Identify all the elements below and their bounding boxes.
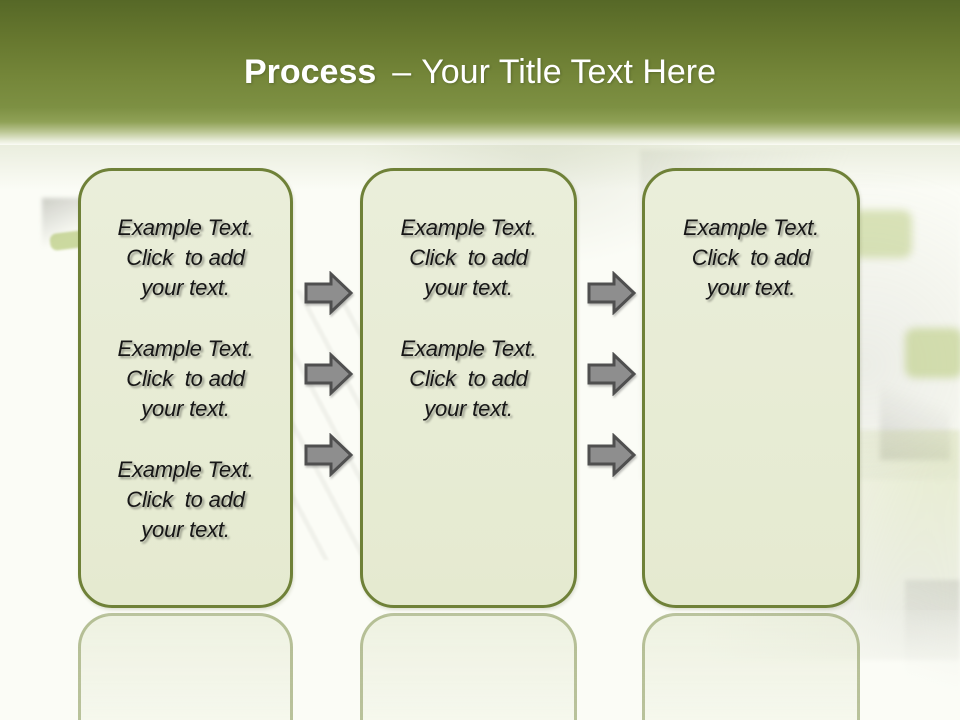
title-keyword: Process (243, 53, 377, 91)
arrows-step1-to-step2 (304, 271, 354, 477)
right-arrow-icon[interactable] (587, 352, 637, 396)
placeholder-text[interactable]: Example Text. Click to add your text. (117, 457, 254, 542)
placeholder-text[interactable]: Example Text. Click to add your text. (400, 215, 537, 300)
right-arrow-icon[interactable] (304, 433, 354, 477)
box-reflection (78, 613, 293, 720)
title-text: Your Title Text Here (421, 53, 717, 91)
right-arrow-icon[interactable] (304, 352, 354, 396)
right-arrow-icon[interactable] (587, 271, 637, 315)
title-separator: – (392, 53, 412, 91)
right-arrow-icon[interactable] (587, 433, 637, 477)
placeholder-text[interactable]: Example Text. Click to add your text. (117, 215, 254, 300)
box-reflection (360, 613, 577, 720)
placeholder-text[interactable]: Example Text. Click to add your text. (117, 336, 254, 421)
placeholder-text[interactable]: Example Text. Click to add your text. (683, 215, 819, 300)
right-arrow-icon[interactable] (304, 271, 354, 315)
box-reflection (642, 613, 860, 720)
arrows-step2-to-step3 (587, 271, 637, 477)
placeholder-text[interactable]: Example Text. Click to add your text. (400, 336, 537, 421)
title-banner: Process – Your Title Text Here (0, 0, 960, 145)
process-box-step-3[interactable]: Example Text. Click to add your text. (642, 168, 860, 608)
slide-title[interactable]: Process – Your Title Text Here (0, 52, 960, 92)
process-box-step-1[interactable]: Example Text. Click to add your text. Exa… (78, 168, 293, 608)
process-box-step-2[interactable]: Example Text. Click to add your text. Exa… (360, 168, 577, 608)
